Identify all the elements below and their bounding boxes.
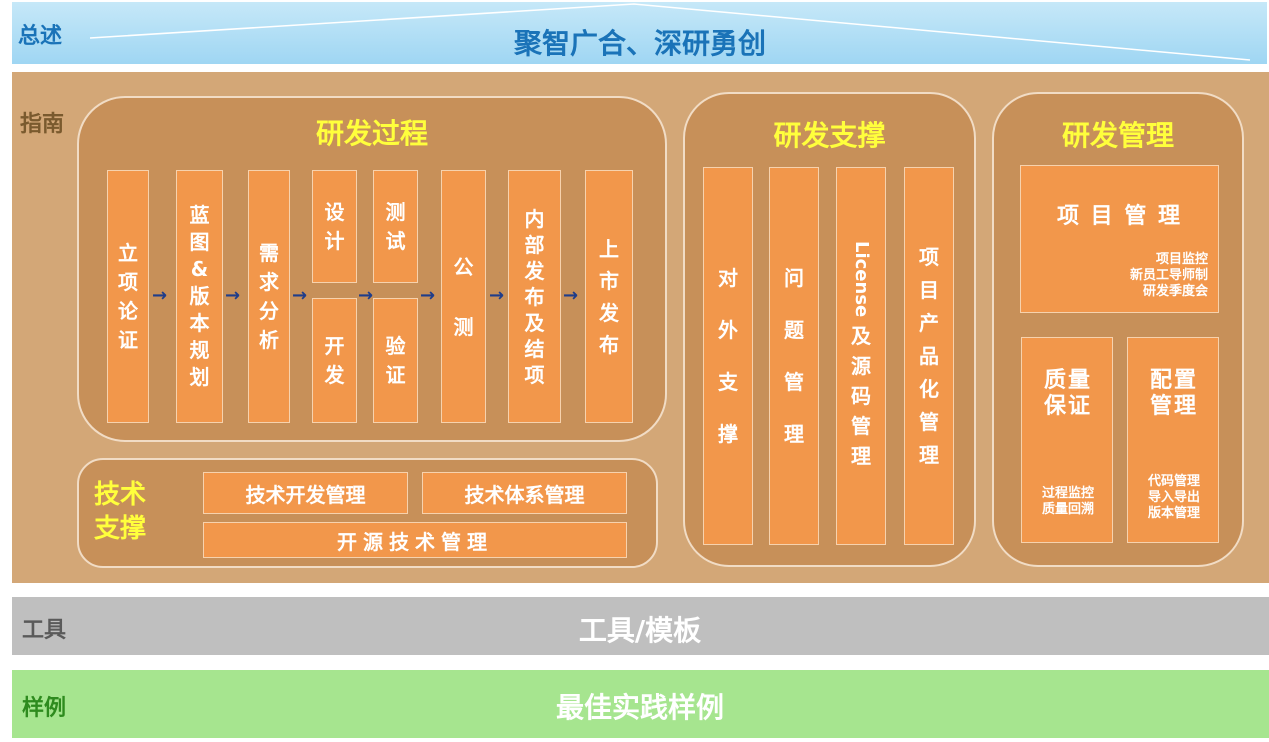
support-project-productization: 项目产品化管理 — [904, 167, 954, 545]
sub-mentor-system: 新员工导师制 — [1129, 268, 1208, 283]
sub-project-monitoring: 项目监控 — [1155, 252, 1208, 267]
step-verification: 验证 — [373, 298, 418, 423]
overview-tag: 总述 — [18, 24, 63, 49]
overview-roof-lines — [89, 3, 1251, 61]
step-requirement-analysis: 需求分析 — [248, 170, 290, 423]
sub-version-management: 版本管理 — [1147, 506, 1200, 521]
support-license-source-management: License 及源码管理 — [836, 167, 886, 545]
arrow-icon: → — [292, 285, 308, 306]
sub-code-management: 代码管理 — [1147, 474, 1200, 489]
sample-tag: 样例 — [22, 696, 67, 721]
rd-process-panel — [77, 96, 667, 442]
step-internal-release: 内部发布及结项 — [508, 170, 561, 423]
tech-development-management: 技术开发管理 — [203, 472, 408, 514]
rd-process-title: 研发过程 — [315, 117, 428, 150]
step-public-test: 公测 — [441, 170, 486, 423]
tools-band — [12, 597, 1269, 655]
rd-management-title: 研发管理 — [1061, 119, 1174, 152]
sub-process-monitoring: 过程监控 — [1041, 486, 1094, 501]
step-market-release: 上市发布 — [585, 170, 633, 423]
project-management-subitems: 项目监控 新员工导师制 研发季度会 — [1130, 252, 1208, 300]
arrow-icon: → — [489, 285, 505, 306]
rd-support-title: 研发支撑 — [773, 119, 886, 152]
arrow-icon: → — [420, 285, 436, 306]
configuration-management-title: 配置管理 — [1149, 368, 1198, 419]
support-external: 对外支撑 — [703, 167, 753, 545]
step-testing: 测试 — [373, 170, 418, 283]
arrow-icon: → — [225, 285, 241, 306]
arrow-icon: → — [358, 285, 374, 306]
step-development: 开发 — [312, 298, 357, 423]
sub-import-export: 导入导出 — [1147, 490, 1200, 505]
quality-assurance-box: 质量保证 过程监控 质量回溯 — [1021, 337, 1113, 543]
guide-tag: 指南 — [20, 112, 65, 137]
configuration-management-box: 配置管理 代码管理 导入导出 版本管理 — [1127, 337, 1219, 543]
sample-band — [12, 670, 1269, 738]
open-source-tech-management: 开源技术管理 — [203, 522, 627, 558]
tech-support-title: 技术支撑 — [94, 480, 147, 544]
quality-assurance-title: 质量保证 — [1043, 368, 1092, 419]
overview-title: 聚智广合、深研勇创 — [513, 27, 766, 60]
sub-quarterly-meeting: 研发季度会 — [1142, 284, 1208, 299]
quality-assurance-subitems: 过程监控 质量回溯 — [1022, 486, 1114, 518]
arrow-icon: → — [152, 285, 168, 306]
configuration-management-subitems: 代码管理 导入导出 版本管理 — [1128, 474, 1220, 522]
tools-title: 工具/模板 — [578, 614, 702, 647]
arrow-icon: → — [563, 285, 579, 306]
step-blueprint-planning: 蓝图&版本规划 — [176, 170, 223, 423]
project-management-box: 项 目 管 理 项目监控 新员工导师制 研发季度会 — [1020, 165, 1219, 313]
support-issue-management: 问题管理 — [769, 167, 819, 545]
tools-tag: 工具 — [22, 618, 67, 643]
sample-title: 最佳实践样例 — [555, 691, 724, 724]
overview-band — [12, 2, 1267, 64]
step-design: 设计 — [312, 170, 357, 283]
tech-system-management: 技术体系管理 — [422, 472, 627, 514]
step-project-demonstration: 立项论证 — [107, 170, 149, 423]
project-management-title: 项 目 管 理 — [1057, 204, 1182, 229]
sub-quality-traceback: 质量回溯 — [1041, 502, 1094, 517]
